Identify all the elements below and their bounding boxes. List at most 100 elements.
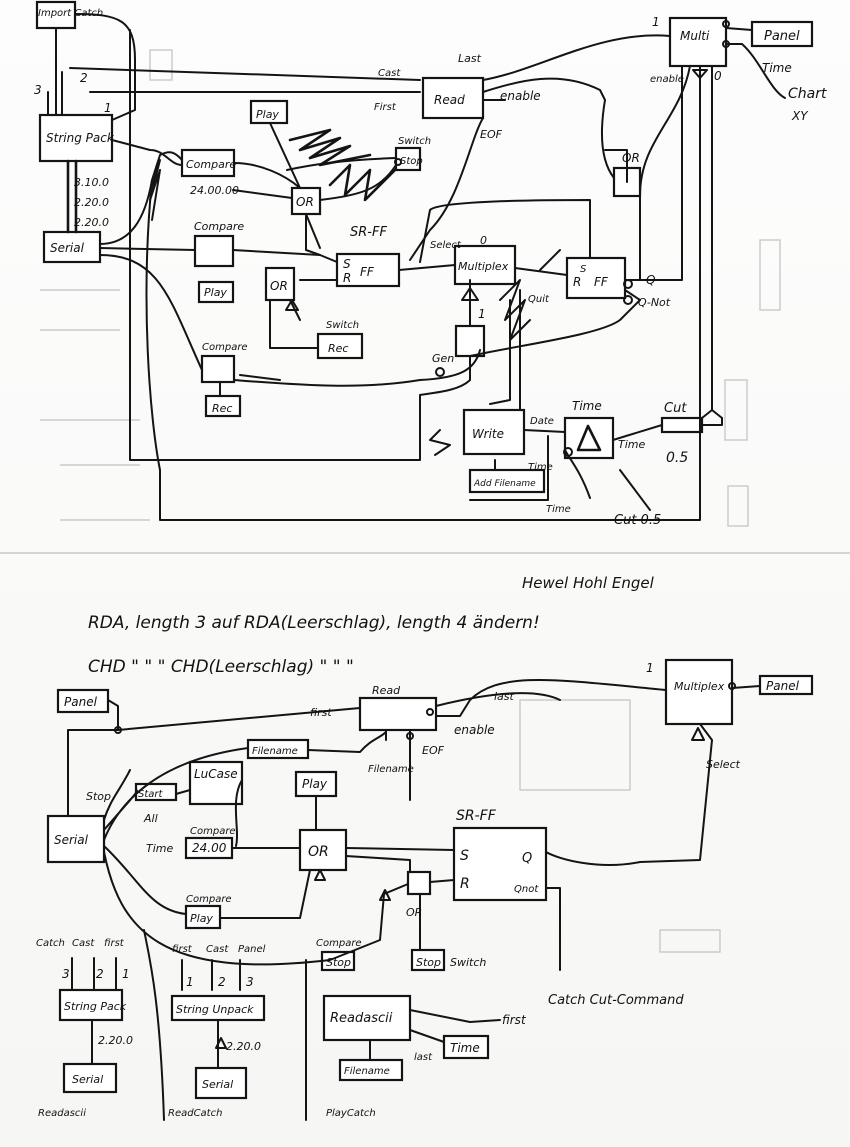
- lbl-b-select: Select: [706, 758, 741, 771]
- lbl-b-r: R: [460, 876, 470, 892]
- lbl-b-readcatch-caption: ReadCatch: [168, 1108, 222, 1119]
- lbl-rff-s: S: [580, 264, 587, 275]
- lbl-3: 3: [34, 83, 42, 97]
- lbl-b-compare1: Compare: [190, 826, 236, 837]
- lbl-serial: Serial: [50, 241, 85, 255]
- lbl-b-filename2: Filename: [344, 1066, 390, 1077]
- box-rec2: [204, 394, 242, 418]
- box-lucase-b: [188, 760, 244, 806]
- lbl-compare1: Compare: [186, 158, 236, 171]
- lbl-sr-ff: SR-FF: [350, 225, 387, 240]
- lbl-b-or2: OR: [406, 906, 422, 919]
- lbl-b-m-2: 2: [96, 967, 104, 981]
- lbl-stop: Stop: [400, 156, 423, 167]
- lbl-time-trig: Time: [618, 438, 645, 451]
- lbl-q-not: Q-Not: [638, 296, 671, 309]
- lbl-b-m2-cast: Cast: [206, 944, 229, 955]
- box-readascii-b: [322, 994, 412, 1042]
- box-string-pack-b: [58, 988, 124, 1022]
- lbl-b-playcatch-caption: PlayCatch: [326, 1108, 376, 1119]
- box-or2-b: [406, 870, 432, 896]
- lbl-b-v220: 2.20.0: [98, 1034, 133, 1047]
- lbl-b-readascii-caption: Readascii: [38, 1108, 86, 1119]
- bleed-through-marks: [40, 49, 781, 953]
- bottom-labels: Panel Read first last enable EOF Filenam…: [36, 661, 800, 1119]
- bottom-diagram: [46, 658, 814, 1121]
- lbl-time: Time: [762, 61, 792, 75]
- box-time: [563, 416, 615, 460]
- lbl-ff: FF: [360, 265, 375, 279]
- box-multi: [668, 16, 728, 68]
- lbl-b-filename1: Filename: [252, 746, 298, 757]
- box-rec1: [316, 332, 364, 360]
- lbl-eof: EOF: [480, 128, 503, 141]
- lbl-enable-top: enable: [650, 74, 684, 85]
- box-panel2-b: [758, 674, 814, 696]
- lbl-or1: OR: [296, 195, 314, 209]
- lbl-b-eof: EOF: [422, 744, 445, 757]
- box-add-filename: [468, 468, 546, 494]
- box-time-b: [442, 1034, 490, 1060]
- lbl-q: Q: [646, 273, 655, 287]
- lbl-0: 0: [714, 69, 722, 83]
- lbl-time4: Time: [546, 504, 571, 515]
- box-string-pack: [38, 113, 114, 163]
- box-serial-b: [46, 814, 106, 864]
- lbl-time3: Time: [528, 462, 553, 473]
- lbl-play2: Play: [204, 286, 227, 299]
- lbl-b-last: last: [494, 690, 515, 703]
- lbl-cast: Cast: [378, 68, 401, 79]
- lbl-panel: Panel: [764, 29, 800, 44]
- lbl-b-sr-ff: SR-FF: [456, 808, 497, 824]
- lbl-rff-r: R: [573, 275, 581, 289]
- lbl-b-v24: 24.00: [192, 841, 227, 855]
- lbl-v24: 24.00.00: [190, 184, 239, 197]
- lbl-b-or1: OR: [308, 844, 329, 860]
- lbl-multiplex: Multiplex: [458, 260, 509, 273]
- note-line1: RDA, length 3 auf RDA(Leerschlag), lengt…: [88, 613, 540, 633]
- lbl-b-stop2: Stop: [326, 956, 351, 969]
- lbl-write: Write: [472, 427, 504, 441]
- lbl-import-catch: Import Catch: [38, 8, 103, 19]
- lbl-compare2: Compare: [194, 220, 244, 233]
- box-or2: [264, 266, 296, 302]
- lbl-r: R: [343, 271, 351, 285]
- lbl-b-panel2: Panel: [766, 679, 800, 693]
- lbl-2: 2: [80, 71, 88, 85]
- lbl-b-lucase: LuCase: [194, 767, 238, 781]
- lbl-b-panel: Panel: [64, 695, 98, 709]
- lbl-b-string-pack: String Pack: [64, 1000, 127, 1013]
- lbl-time2: Time: [572, 399, 602, 413]
- box-multiplex: [453, 244, 517, 286]
- lbl-cut: Cut: [664, 401, 687, 416]
- box-r-ff: [565, 256, 627, 300]
- lbl-b-m-cast: Cast: [72, 938, 95, 949]
- lbl-b-m-first: first: [104, 938, 125, 949]
- lbl-b-first: first: [310, 706, 332, 719]
- lbl-b-m-3: 3: [62, 967, 70, 981]
- lbl-rff-ff: FF: [594, 275, 609, 289]
- lbl-b-start: Start: [138, 789, 164, 800]
- lbl-b-compare2: Compare: [186, 894, 232, 905]
- lbl-b-stop: Stop: [86, 790, 111, 803]
- lbl-quit: Quit: [528, 294, 550, 305]
- lbl-rec2: Rec: [212, 402, 232, 415]
- lbl-b-catch-cut: Catch Cut-Command: [548, 993, 684, 1008]
- lbl-first: First: [374, 102, 397, 113]
- lbl-play: Play: [256, 108, 279, 121]
- lbl-b-qnot: Qnot: [514, 884, 539, 895]
- lbl-string-pack: String Pack: [46, 131, 115, 145]
- lbl-b-enable: enable: [454, 723, 495, 737]
- lbl-b-first2: first: [502, 1013, 527, 1027]
- box-compare3: [200, 354, 236, 384]
- lbl-b-play2: Play: [190, 912, 213, 925]
- lbl-b-filename-lbl: Filename: [368, 764, 414, 775]
- lbl-chart: Chart: [788, 86, 827, 102]
- lbl-compare3: Compare: [202, 342, 248, 353]
- lbl-b-m2-2: 2: [218, 975, 226, 989]
- box-sr-ff: [335, 252, 401, 288]
- lbl-b-serial2: Serial: [72, 1073, 103, 1086]
- lbl-b-m2-panel: Panel: [238, 944, 266, 955]
- lbl-switch: Switch: [398, 136, 431, 147]
